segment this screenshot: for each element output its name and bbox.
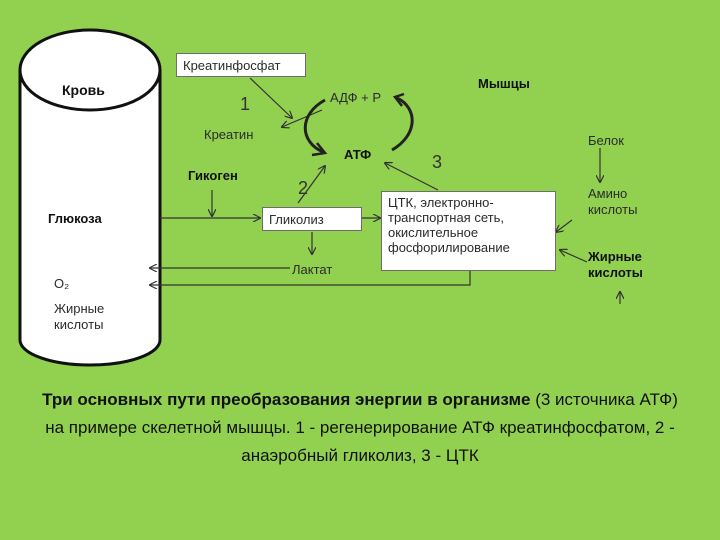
creatine-arrows [249, 77, 323, 127]
oxygen-label: O₂ [54, 276, 70, 291]
glucose-label: Глюкоза [48, 211, 102, 226]
pathway-arrows [150, 148, 620, 304]
tca-box: ЦТК, электронно- транспортная сеть, окис… [381, 191, 556, 271]
adp-p-label: АДФ + Р [330, 90, 381, 105]
amino-acids-label-line2: кислоты [588, 202, 638, 217]
blood-fatty-acids-label-line1: Жирные [54, 301, 105, 316]
figure-caption: Три основных пути преобразования энергии… [40, 386, 680, 470]
creatine-label: Креатин [204, 127, 254, 142]
glycogen-label: Гикоген [188, 168, 238, 183]
muscles-label: Мышцы [478, 76, 530, 91]
creatine-phosphate-box: Креатинфосфат [176, 53, 306, 77]
muscle-fatty-acids-label-line1: Жирные [588, 249, 642, 264]
caption-rest: (3 источника АТФ) на примере скелетной м… [45, 390, 678, 465]
amino-acids-label-line1: Амино [588, 186, 628, 201]
atp-cycle-arrows [303, 92, 414, 157]
blood-label: Кровь [62, 82, 105, 98]
tca-line4: фосфорилирование [388, 240, 510, 255]
blood-cylinder [18, 28, 162, 367]
tca-line1: ЦТК, электронно- [388, 195, 494, 210]
blood-fatty-acids-label-line2: кислоты [54, 317, 104, 332]
pathway-number-2: 2 [298, 178, 309, 198]
muscle-fatty-acids-label-line2: кислоты [588, 265, 643, 280]
pathway-number-1: 1 [240, 94, 251, 114]
lactate-label: Лактат [292, 262, 333, 277]
glycolysis-box: Гликолиз [262, 207, 362, 231]
tca-line3: окислительное [388, 225, 479, 240]
pathway-number-3: 3 [432, 152, 443, 172]
caption-bold: Три основных пути преобразования энергии… [42, 390, 531, 409]
tca-line2: транспортная сеть, [388, 210, 504, 225]
atp-label: АТФ [344, 147, 372, 162]
protein-label: Белок [588, 133, 624, 148]
